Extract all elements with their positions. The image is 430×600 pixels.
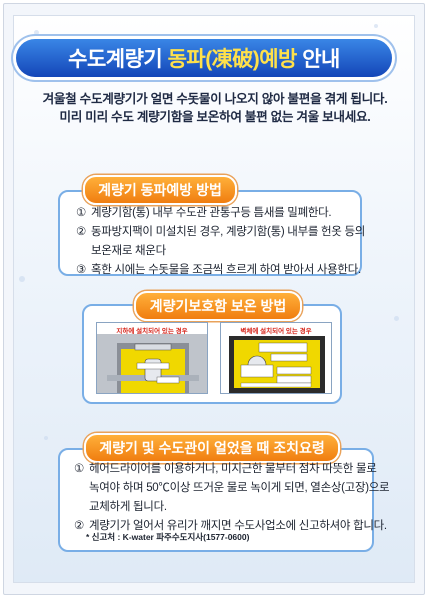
snow-dot [34, 30, 39, 35]
list-item-continuation: 녹여야 하며 50℃이상 뜨거운 물로 녹이게 되면, 열손상(고장)으로 [89, 482, 390, 494]
intro-text: 겨울철 수도계량기가 얼면 수돗물이 나오지 않아 불편을 겪게 됩니다. 미리… [16, 90, 414, 126]
list-item-continuation: 교체하게 됩니다. [89, 501, 167, 513]
page-title: 수도계량기 동파(凍破)예방 안내 [16, 39, 392, 77]
snow-dot [19, 276, 25, 282]
list-item-continuation: 보온재로 채운다 [91, 245, 166, 257]
snow-dot [374, 24, 378, 28]
thaw-heading: 계량기 및 수도관이 얼었을 때 조치요령 [84, 433, 340, 463]
wall-illustration [229, 336, 325, 393]
underground-caption: 지하에 설치되어 있는 경우 [116, 328, 188, 335]
wall-diagram: 벽체에 설치되어 있는 경우 [220, 322, 332, 394]
insulation-heading: 계량기보호함 보온 방법 [134, 291, 302, 321]
snow-dot [394, 316, 399, 321]
report-contact-note: * 신고처 : K-water 파주수도지사(1577-0600) [86, 532, 250, 542]
intro-line: 미리 미리 수도 계량기함을 보온하여 불편 없는 겨울 보내세요. [59, 110, 371, 124]
wall-caption: 벽체에 설치되어 있는 경우 [240, 328, 312, 335]
underground-illustration [97, 334, 207, 393]
intro-line: 겨울철 수도계량기가 얼면 수돗물이 나오지 않아 불편을 겪게 됩니다. [42, 92, 388, 106]
snow-dot [44, 436, 48, 440]
prevention-heading: 계량기 동파예방 방법 [83, 175, 237, 205]
title-text: 수도계량기 동파(凍破)예방 안내 [68, 48, 340, 71]
underground-diagram: 지하에 설치되어 있는 경우 [96, 322, 208, 394]
